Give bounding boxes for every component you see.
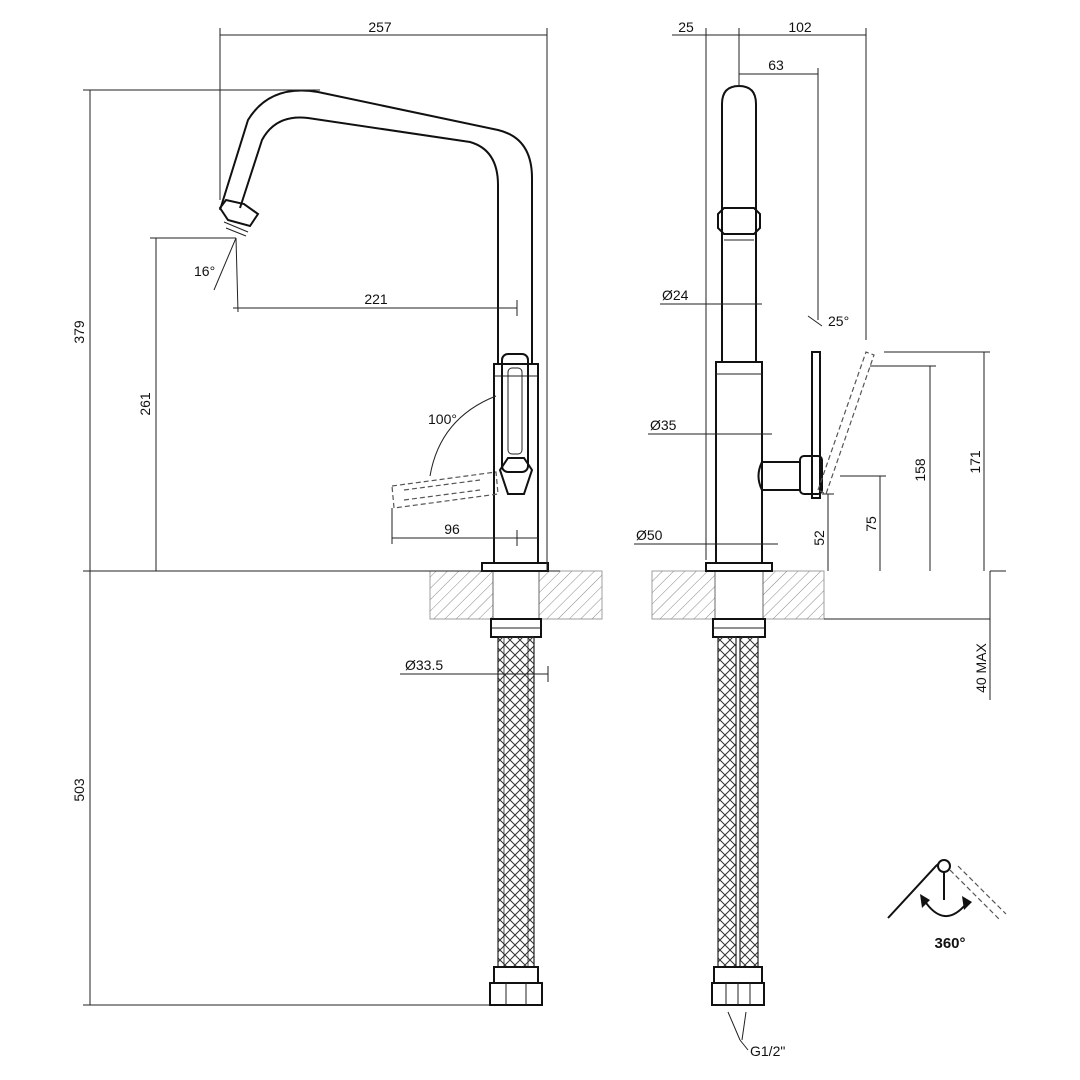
dim-100deg: 100° xyxy=(428,411,457,427)
front-hose xyxy=(497,636,535,968)
dim-16deg: 16° xyxy=(194,263,215,279)
dim-63: 63 xyxy=(768,57,784,73)
side-junction xyxy=(757,461,801,491)
side-aerator xyxy=(717,207,761,235)
front-lever-upright xyxy=(501,353,529,473)
front-lever-pivot xyxy=(498,457,534,495)
dim-diam-50: Ø50 xyxy=(636,527,663,543)
rotation-label: 360° xyxy=(934,935,965,952)
side-lever-rotated xyxy=(817,351,875,495)
dim-75: 75 xyxy=(863,516,879,532)
side-spout xyxy=(721,84,757,362)
dim-261: 261 xyxy=(137,392,153,416)
dim-52: 52 xyxy=(811,530,827,546)
dim-diam-24: Ø24 xyxy=(662,287,689,303)
dim-102: 102 xyxy=(788,19,812,35)
side-base-flange xyxy=(705,562,773,572)
side-lever-pivot xyxy=(799,455,823,495)
dim-221: 221 xyxy=(364,291,388,307)
side-lever-upright xyxy=(811,351,821,499)
front-aerator xyxy=(218,198,260,228)
front-view: 257 379 261 16° 221 100° 96 503 Ø33.5 xyxy=(71,19,603,1006)
dim-g1-2: G1/2" xyxy=(750,1043,785,1059)
dim-40-max: 40 MAX xyxy=(973,642,989,692)
front-lever-rotated xyxy=(391,471,499,509)
front-spout xyxy=(219,89,533,364)
side-view: 25 102 63 Ø24 25° Ø35 Ø50 171 158 75 52 xyxy=(634,19,1006,1059)
dim-158: 158 xyxy=(912,458,928,482)
dim-diam-35: Ø35 xyxy=(650,417,677,433)
dim-96: 96 xyxy=(444,521,460,537)
side-hose-left xyxy=(717,636,737,968)
dim-503: 503 xyxy=(71,778,87,802)
front-hose-nut-bottom xyxy=(493,966,539,984)
dim-379: 379 xyxy=(71,320,87,344)
rotation-360-icon: 360° xyxy=(887,859,1007,952)
front-body xyxy=(493,363,539,564)
dim-257: 257 xyxy=(368,19,392,35)
front-base-flange xyxy=(481,562,549,572)
side-hose-right xyxy=(739,636,759,968)
dim-diam-33-5: Ø33.5 xyxy=(405,657,443,673)
side-body xyxy=(715,361,763,564)
dim-171: 171 xyxy=(967,450,983,474)
dim-25deg: 25° xyxy=(828,313,849,329)
side-hose-nut-bottom xyxy=(713,966,763,984)
dim-25: 25 xyxy=(678,19,694,35)
